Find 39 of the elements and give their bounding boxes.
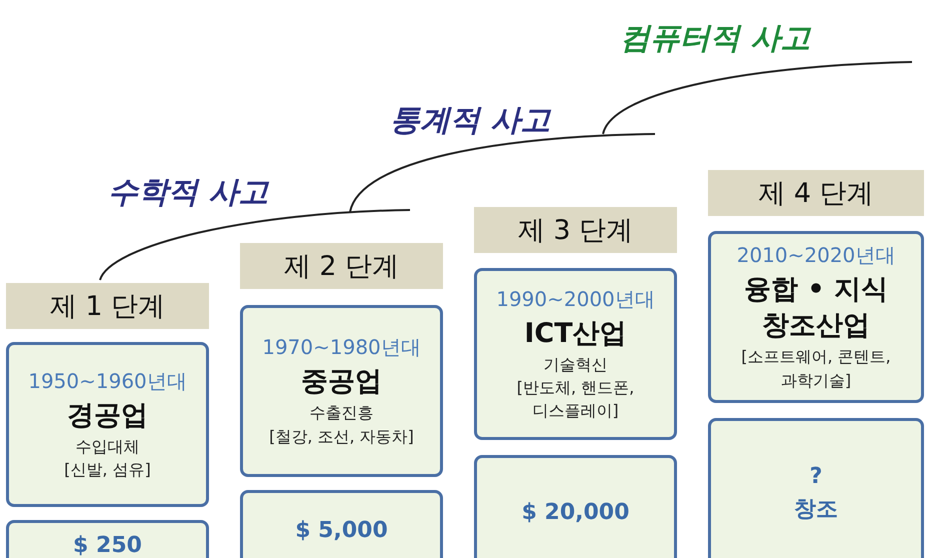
income-text: 창조 (794, 496, 838, 524)
stage-title: 제 3 단계 (518, 214, 634, 248)
description-text: [신발, 섬유] (64, 459, 151, 481)
description-text: 수입대체 (76, 436, 140, 458)
income-text: $ 5,000 (295, 516, 388, 544)
income-text: $ 20,000 (522, 499, 630, 527)
description-text: [반도체, 핸드폰, 디스플레이] (516, 376, 636, 422)
income-card (474, 455, 677, 558)
description-text: 기술혁신 (544, 354, 608, 376)
thinking-label: 컴퓨터적 사고 (620, 20, 810, 58)
thinking-label: 통계적 사고 (390, 102, 550, 140)
stage-header (240, 243, 443, 289)
income-card (240, 490, 443, 558)
income-text: ? (810, 463, 822, 491)
period-card (708, 231, 924, 403)
income-card (708, 418, 924, 558)
income-card (6, 520, 209, 558)
thinking-label: 수학적 사고 (108, 174, 268, 212)
period-card (240, 305, 443, 477)
stage-title: 제 4 단계 (758, 177, 874, 211)
period-text: 1990~2000년대 (496, 286, 655, 313)
period-card (474, 268, 677, 440)
period-card (6, 342, 209, 507)
stage-header (708, 170, 924, 216)
stage-title: 제 1 단계 (50, 290, 166, 324)
industry-title: 경공업 (67, 398, 148, 433)
period-text: 1970~1980년대 (262, 334, 421, 362)
description-text: [소프트웨어, 콘텐트, 과학기술] (740, 346, 892, 392)
description-text: [철강, 조선, 자동차] (269, 426, 414, 448)
stage-title: 제 2 단계 (284, 250, 400, 284)
period-text: 1950~1960년대 (28, 368, 187, 395)
description-text: 수출진흥 (310, 402, 374, 424)
stage-header (474, 207, 677, 253)
industry-title: 융합 • 지식 창조산업 (742, 273, 890, 344)
stage-header (6, 283, 209, 329)
industry-title: ICT산업 (524, 316, 627, 351)
period-text: 2010~2020년대 (736, 242, 896, 270)
income-text: $ 250 (73, 532, 142, 558)
industry-title: 중공업 (301, 365, 382, 400)
